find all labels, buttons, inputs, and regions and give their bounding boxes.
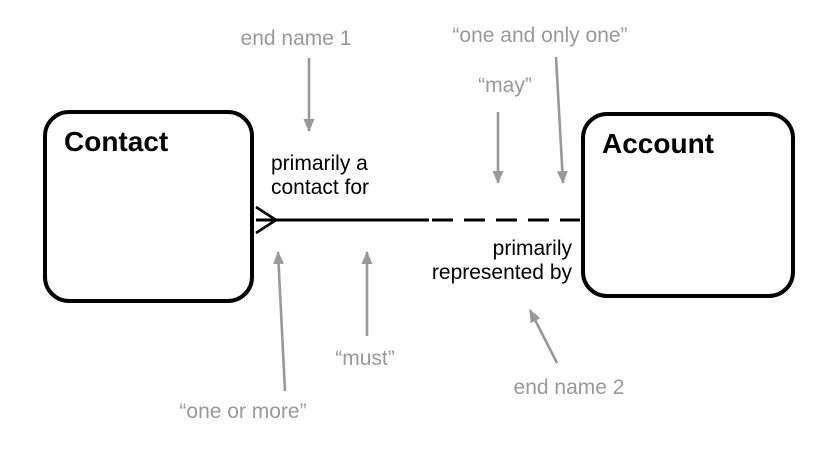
entity-account-title: Account <box>602 128 714 159</box>
one-and-only-one-annotation: “one and only one” <box>452 24 628 47</box>
entity-contact: Contact <box>43 110 254 303</box>
one-and-only-one-arrow-icon <box>554 56 568 184</box>
end2-label-line1: primarily <box>492 237 572 260</box>
one-or-more-annotation: “one or more” <box>179 400 307 423</box>
relationship-end1-label: primarily a contact for <box>271 152 369 200</box>
entity-contact-title: Contact <box>64 126 169 157</box>
entity-account: Account <box>581 112 795 298</box>
one-or-more-arrow-icon <box>273 251 287 392</box>
relationship-end2-label: primarily represented by <box>400 237 572 285</box>
end1-label-line1: primarily a <box>271 152 368 175</box>
end-name-1-annotation: end name 1 <box>240 27 352 50</box>
may-annotation: “may” <box>478 74 532 97</box>
end-name-2-annotation: end name 2 <box>513 376 625 399</box>
must-annotation: “must” <box>335 347 395 370</box>
end1-label-line2: contact for <box>271 176 370 199</box>
crows-foot-icon <box>255 205 277 235</box>
end-name-2-arrow-icon <box>528 309 559 364</box>
end2-label-line2: represented by <box>431 261 572 284</box>
